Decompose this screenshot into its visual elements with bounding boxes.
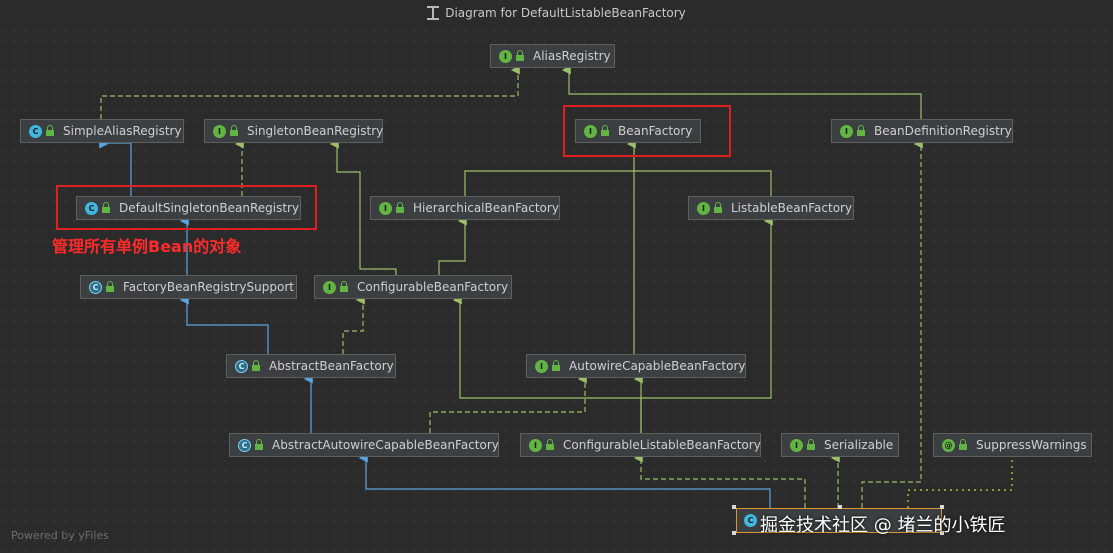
lock-icon [396, 202, 404, 213]
edge-hierarchical-beanfactory [464, 139, 636, 196]
edge-defsingleton-simplealias [99, 139, 132, 196]
selection-handle[interactable] [732, 505, 736, 509]
node-abstract-autowire-capable-bean-factory[interactable]: C AbstractAutowireCapableBeanFactory [229, 433, 499, 457]
edge-configurable-hierarchical [438, 216, 467, 275]
abstract-class-icon: C [235, 359, 248, 373]
annotation-icon: @ [942, 438, 955, 452]
node-label: SimpleAliasRegistry [63, 124, 182, 138]
node-configurable-listable-bean-factory[interactable]: I ConfigurableListableBeanFactory [520, 433, 761, 457]
lock-icon [252, 360, 260, 371]
node-label: ListableBeanFactory [731, 201, 853, 215]
edge-abstractautowire-autowire [429, 374, 587, 433]
interface-icon: I [535, 359, 548, 373]
powered-by-footer: Powered by yFiles [11, 529, 109, 542]
window-title-bar: Diagram for DefaultListableBeanFactory [0, 0, 1113, 26]
node-label: AliasRegistry [533, 49, 611, 63]
class-icon: C [29, 124, 42, 138]
node-label: AbstractBeanFactory [269, 359, 394, 373]
node-label: HierarchicalBeanFactory [413, 201, 559, 215]
highlight-box-default-singleton [56, 185, 317, 230]
edge-deflistable-suppresswarnings [907, 458, 1013, 508]
interface-icon: I [529, 438, 542, 452]
edge-deflistable-beandefreg [861, 139, 923, 508]
lock-icon [230, 125, 238, 136]
interface-icon: I [213, 124, 226, 138]
node-label: FactoryBeanRegistrySupport [123, 280, 294, 294]
selection-handle[interactable] [940, 531, 944, 535]
node-alias-registry[interactable]: I AliasRegistry [490, 44, 615, 68]
node-label: BeanFactory [618, 124, 693, 138]
interface-icon: I [499, 49, 512, 63]
node-autowire-capable-bean-factory[interactable]: I AutowireCapableBeanFactory [526, 354, 746, 378]
node-suppress-warnings[interactable]: @ SuppressWarnings [933, 433, 1092, 457]
node-label: AutowireCapableBeanFactory [569, 359, 746, 373]
node-simple-alias-registry[interactable]: C SimpleAliasRegistry [20, 119, 184, 143]
selection-handle[interactable] [838, 505, 842, 509]
lock-icon [552, 360, 560, 371]
node-label: Serializable [824, 438, 894, 452]
node-label: SingletonBeanRegistry [247, 124, 384, 138]
lock-icon [959, 439, 967, 450]
watermark: 掘金技术社区 @ 堵兰的小铁匠 [760, 515, 1006, 536]
lock-icon [546, 439, 554, 450]
lock-icon [516, 50, 524, 61]
edge-abstractbf-configurable [342, 295, 365, 354]
node-singleton-bean-registry[interactable]: I SingletonBeanRegistry [204, 119, 383, 143]
interface-icon: I [840, 124, 853, 138]
diagram-canvas[interactable]: I AliasRegistry C SimpleAliasRegistry I … [0, 26, 1113, 553]
node-configurable-bean-factory[interactable]: I ConfigurableBeanFactory [314, 275, 512, 299]
lock-icon [102, 202, 110, 213]
edges-layer [99, 65, 1013, 508]
edge-configlistable-listable [641, 216, 773, 399]
lock-icon [106, 281, 114, 292]
diagram-icon [427, 6, 440, 20]
selection-handle[interactable] [732, 531, 736, 535]
interface-icon: I [790, 438, 803, 452]
lock-icon [714, 202, 722, 213]
node-default-singleton-bean-registry[interactable]: C DefaultSingletonBeanRegistry [76, 196, 301, 220]
interface-icon: I [379, 201, 392, 215]
node-factory-bean-registry-support[interactable]: C FactoryBeanRegistrySupport [80, 275, 297, 299]
node-listable-bean-factory[interactable]: I ListableBeanFactory [688, 196, 854, 220]
interface-icon: I [697, 201, 710, 215]
lock-icon [255, 439, 263, 450]
edge-listable-beanfactory [634, 170, 772, 196]
node-bean-definition-registry[interactable]: I BeanDefinitionRegistry [831, 119, 1013, 143]
node-default-listable-bean-factory[interactable]: C [736, 508, 942, 533]
lock-icon [46, 125, 54, 136]
annotation-note: 管理所有单例Bean的对象 [52, 237, 242, 256]
edge-abstractbf-factorybeansupport [179, 295, 269, 354]
edge-beandefreg-alias [561, 65, 922, 119]
lock-icon [340, 281, 348, 292]
class-icon: C [85, 201, 98, 215]
lock-icon [601, 125, 609, 136]
highlight-box-bean-factory [563, 105, 731, 157]
class-icon: C [744, 514, 757, 527]
selection-handle[interactable] [940, 505, 944, 509]
node-label: ConfigurableListableBeanFactory [563, 438, 761, 452]
node-hierarchical-bean-factory[interactable]: I HierarchicalBeanFactory [370, 196, 560, 220]
node-label: DefaultSingletonBeanRegistry [119, 201, 300, 215]
node-serializable[interactable]: I Serializable [781, 433, 899, 457]
node-label: BeanDefinitionRegistry [874, 124, 1012, 138]
edge-simplealias-alias [100, 65, 520, 119]
interface-icon: I [584, 124, 597, 138]
node-label: AbstractAutowireCapableBeanFactory [272, 438, 499, 452]
lock-icon [807, 439, 815, 450]
edge-deflistable-abstractautowire [358, 453, 771, 508]
interface-icon: I [323, 280, 336, 294]
node-label: ConfigurableBeanFactory [357, 280, 509, 294]
node-abstract-bean-factory[interactable]: C AbstractBeanFactory [226, 354, 396, 378]
node-label: SuppressWarnings [976, 438, 1087, 452]
lock-icon [857, 125, 865, 136]
abstract-class-icon: C [89, 280, 102, 294]
edge-deflistable-configlistable [633, 453, 806, 508]
node-bean-factory[interactable]: I BeanFactory [575, 119, 701, 143]
window-title: Diagram for DefaultListableBeanFactory [445, 6, 686, 20]
abstract-class-icon: C [238, 438, 251, 452]
edge-configurable-singletonreg [329, 139, 397, 275]
